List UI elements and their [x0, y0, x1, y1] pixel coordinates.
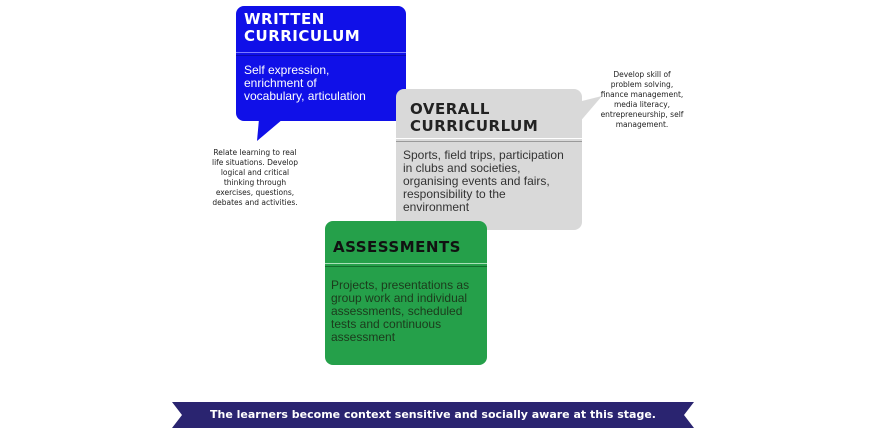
assessments-title: ASSESSMENTS [333, 238, 461, 256]
banner-text: The learners become context sensitive an… [210, 408, 656, 421]
written-curriculum-pointer [257, 119, 283, 141]
assessments-description: Projects, presentations as group work an… [331, 278, 470, 344]
overall-curriculum-divider [396, 138, 582, 142]
summary-banner: The learners become context sensitive an… [172, 402, 694, 428]
overall-curriculum-pointer [578, 96, 602, 124]
banner-ribbon-shape [172, 402, 694, 428]
overall-curriculum-title: OVERALL CURRICURLUM [410, 100, 539, 135]
written-curriculum-box: WRITTEN CURRICULUM Self expression, enri… [236, 6, 406, 121]
overall-curriculum-note: Develop skill of problem solving, financ… [600, 70, 684, 129]
assessments-divider [325, 263, 487, 267]
written-curriculum-title: WRITTEN CURRICULUM [244, 10, 361, 45]
overall-curriculum-description: Sports, field trips, participation in cl… [403, 148, 564, 214]
written-curriculum-description: Self expression, enrichment of vocabular… [244, 63, 366, 103]
overall-curriculum-box: OVERALL CURRICURLUM Sports, field trips,… [396, 89, 582, 230]
written-curriculum-note: Relate learning to real life situations.… [211, 148, 298, 207]
assessments-box: ASSESSMENTS Projects, presentations as g… [325, 221, 487, 365]
written-curriculum-divider [236, 52, 406, 56]
